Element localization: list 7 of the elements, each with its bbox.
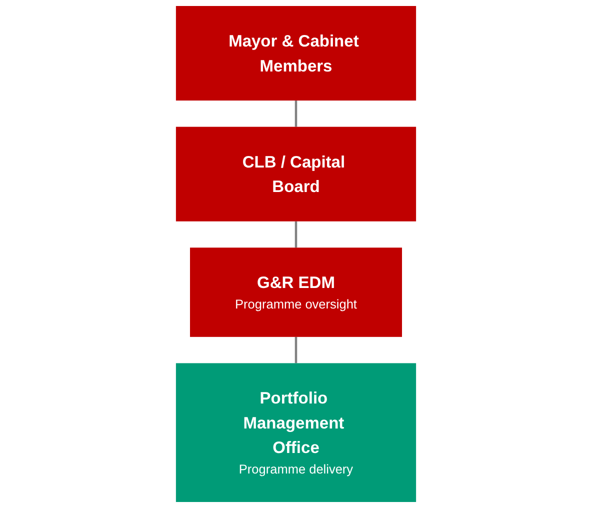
connector bbox=[294, 221, 298, 248]
node-box: Portfolio Management Office Programme delivery bbox=[176, 363, 416, 502]
node-box: CLB / Capital Board bbox=[176, 126, 416, 222]
connector bbox=[294, 100, 298, 127]
node-box: Mayor & Cabinet Members bbox=[176, 6, 416, 101]
connector bbox=[294, 336, 298, 364]
node-box: G&R EDM Programme oversight bbox=[190, 248, 402, 337]
